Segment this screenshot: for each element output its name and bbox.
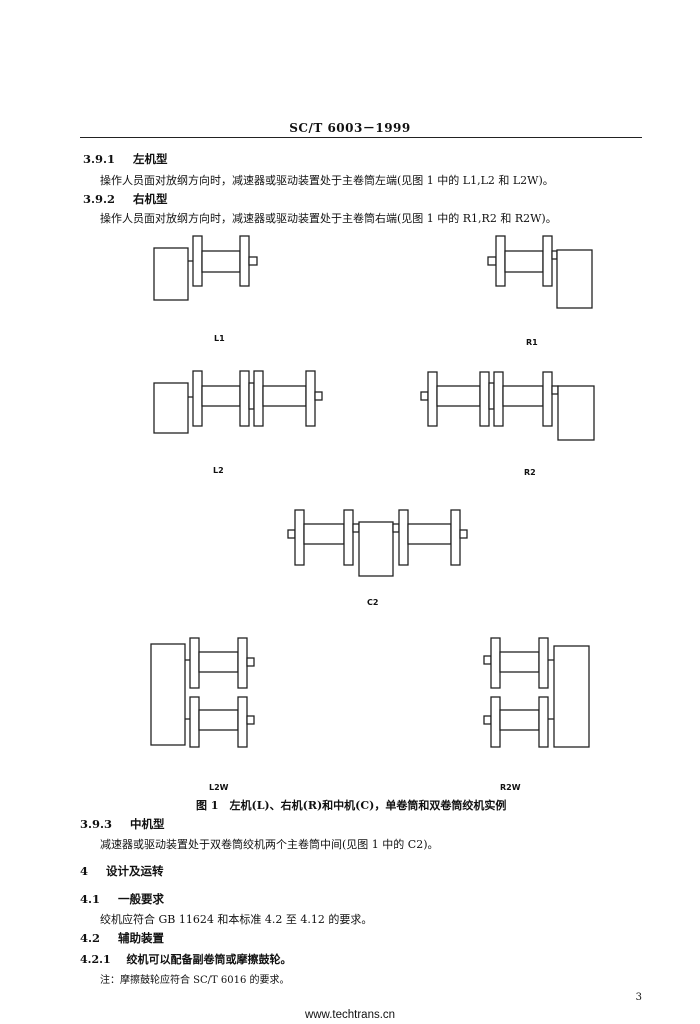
- label-l2: L2: [213, 466, 224, 475]
- label-c2: C2: [367, 598, 379, 607]
- section-4-1-heading: 4.1 一般要求: [80, 891, 164, 907]
- section-3-9-3-text: 减速器或驱动装置处于双卷筒绞机两个主卷筒中间(见图 1 中的 C2)。: [100, 838, 439, 851]
- footer-url[interactable]: www.techtrans.cn: [304, 1009, 396, 1021]
- standard-code-header: SC/T 6003－1999: [289, 121, 411, 135]
- winch-r1-drawing: [487, 235, 593, 309]
- section-number: 3.9.1: [83, 152, 116, 166]
- section-4-heading: 4 设计及运转: [80, 863, 164, 879]
- section-number: 3.9.3: [80, 817, 113, 831]
- winch-r2-drawing: [420, 371, 595, 441]
- note-text: 注：摩擦鼓轮应符合 SC/T 6016 的要求。: [100, 975, 290, 986]
- section-3-9-2-heading: 3.9.2 右机型: [83, 191, 168, 207]
- section-number: 4: [80, 864, 89, 878]
- section-title: 辅助装置: [118, 931, 165, 945]
- label-l1: L1: [214, 334, 225, 343]
- section-title: 设计及运转: [106, 864, 164, 878]
- winch-c2-drawing: [287, 509, 468, 577]
- winch-l2w-drawing: [150, 637, 255, 748]
- section-4-2-1: 4.2.1 绞机可以配备副卷筒或摩擦鼓轮。: [80, 951, 291, 967]
- winch-l2-drawing: [153, 370, 323, 434]
- section-3-9-1-heading: 3.9.1 左机型: [83, 151, 168, 167]
- section-number: 4.1: [80, 892, 101, 906]
- section-title: 中机型: [130, 817, 165, 831]
- section-number: 4.2.1: [80, 953, 111, 966]
- winch-r2w-drawing: [483, 637, 590, 748]
- section-text: 绞机可以配备副卷筒或摩擦鼓轮。: [126, 953, 292, 966]
- label-r2w: R2W: [500, 783, 521, 792]
- label-l2w: L2W: [209, 783, 229, 792]
- section-number: 3.9.2: [83, 192, 116, 206]
- header-rule: [80, 137, 642, 138]
- figure-caption: 图 1 左机(L)、右机(R)和中机(C)，单卷筒和双卷筒绞机实例: [196, 799, 507, 812]
- section-3-9-1-text: 操作人员面对放纲方向时，减速器或驱动装置处于主卷筒左端(见图 1 中的 L1,L…: [100, 174, 554, 187]
- section-3-9-2-text: 操作人员面对放纲方向时，减速器或驱动装置处于主卷筒右端(见图 1 中的 R1,R…: [100, 212, 557, 225]
- section-title: 左机型: [133, 152, 168, 166]
- label-r1: R1: [526, 338, 538, 347]
- label-r2: R2: [524, 468, 536, 477]
- section-title: 一般要求: [118, 892, 165, 906]
- section-4-1-text: 绞机应符合 GB 11624 和本标准 4.2 至 4.12 的要求。: [100, 913, 373, 926]
- page-number: 3: [635, 992, 642, 1003]
- winch-l1-drawing: [153, 235, 258, 301]
- section-title: 右机型: [133, 192, 168, 206]
- section-3-9-3-heading: 3.9.3 中机型: [80, 816, 165, 832]
- section-number: 4.2: [80, 931, 101, 945]
- section-4-2-heading: 4.2 辅助装置: [80, 930, 164, 946]
